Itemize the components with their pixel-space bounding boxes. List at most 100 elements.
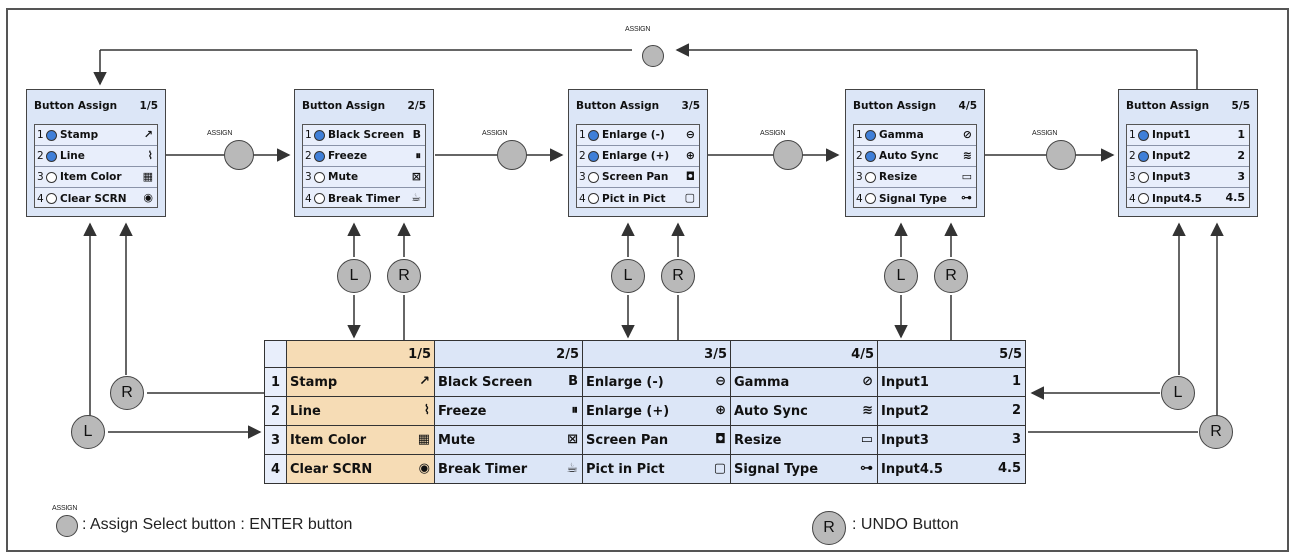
input-icon: 2 [1237, 149, 1245, 162]
sync-icon: ≋ [862, 403, 873, 418]
assign-label: ASSIGN [625, 26, 651, 33]
panel-title: Button Assign [1126, 100, 1210, 112]
assign-button-2[interactable] [497, 140, 527, 170]
r-button[interactable]: R [661, 259, 695, 293]
table-cell: Break Timer☕ [434, 454, 583, 484]
radio-unselected [46, 193, 57, 204]
assign-button-top[interactable] [642, 45, 664, 67]
table-cell: Stamp↗ [286, 367, 435, 397]
row-index: 2 [264, 396, 287, 426]
r-button[interactable]: R [387, 259, 421, 293]
zoom-out-icon: ⊖ [685, 128, 695, 141]
zoom-out-icon: ⊖ [715, 374, 726, 389]
line-icon: ⌇ [423, 403, 430, 418]
cup-icon: ☕ [566, 461, 578, 476]
radio-unselected [314, 171, 325, 183]
radio-selected [588, 129, 599, 141]
clear-icon: ◉ [418, 461, 430, 476]
cup-icon: ☕ [411, 191, 421, 204]
mute-icon: ⊠ [567, 432, 578, 447]
l-button[interactable]: L [1161, 376, 1195, 410]
r-button[interactable]: R [1199, 415, 1233, 449]
r-button[interactable]: R [934, 259, 968, 293]
radio-selected [1138, 150, 1149, 162]
input-icon: 3 [1237, 170, 1245, 183]
panel-page: 5/5 [1231, 100, 1250, 112]
line-icon: ⌇ [147, 149, 153, 162]
assign-button-1[interactable] [224, 140, 254, 170]
table-cell: Enlarge (+)⊕ [582, 396, 731, 426]
table-corner [264, 340, 287, 368]
panel-title: Button Assign [34, 100, 118, 112]
black-screen-icon: B [568, 374, 578, 389]
table-cell: Gamma⊘ [730, 367, 878, 397]
l-button[interactable]: L [71, 415, 105, 449]
l-button[interactable]: L [337, 259, 371, 293]
pan-icon: ◘ [685, 170, 695, 183]
column-header: 3/5 [582, 340, 731, 368]
radio-unselected [865, 171, 876, 183]
radio-unselected [1138, 193, 1149, 204]
panel-page: 1/5 [139, 100, 158, 112]
l-button[interactable]: L [611, 259, 645, 293]
radio-selected [865, 150, 876, 162]
table-cell: Enlarge (-)⊖ [582, 367, 731, 397]
input-icon: 1 [1237, 128, 1245, 141]
black-screen-icon: B [412, 128, 421, 141]
stamp-icon: ↗ [143, 128, 153, 141]
table-cell: Clear SCRN◉ [286, 454, 435, 484]
input-icon: 2 [1011, 403, 1021, 418]
color-icon: ▦ [417, 432, 430, 447]
freeze-icon: ⏸ [571, 403, 579, 418]
pip-icon: ▢ [713, 461, 726, 476]
table-cell: Resize▭ [730, 425, 878, 455]
radio-unselected [314, 193, 325, 204]
assign-label: ASSIGN [760, 130, 786, 137]
radio-unselected [588, 171, 599, 183]
table-cell: Mute⊠ [434, 425, 583, 455]
sync-icon: ≋ [962, 149, 972, 162]
table-cell: Line⌇ [286, 396, 435, 426]
column-header: 5/5 [877, 340, 1026, 368]
column-header: 4/5 [730, 340, 878, 368]
mute-icon: ⊠ [411, 170, 421, 183]
assign-label: ASSIGN [207, 130, 233, 137]
r-button[interactable]: R [110, 376, 144, 410]
assign-button-4[interactable] [1046, 140, 1076, 170]
l-button[interactable]: L [884, 259, 918, 293]
radio-unselected [1138, 171, 1149, 183]
panel-title: Button Assign [302, 100, 386, 112]
radio-unselected [46, 171, 57, 183]
panel-page: 3/5 [681, 100, 700, 112]
gamma-icon: ⊘ [962, 128, 972, 141]
pip-icon: ▢ [684, 191, 695, 204]
table-cell: Item Color▦ [286, 425, 435, 455]
assign-button-3[interactable] [773, 140, 803, 170]
